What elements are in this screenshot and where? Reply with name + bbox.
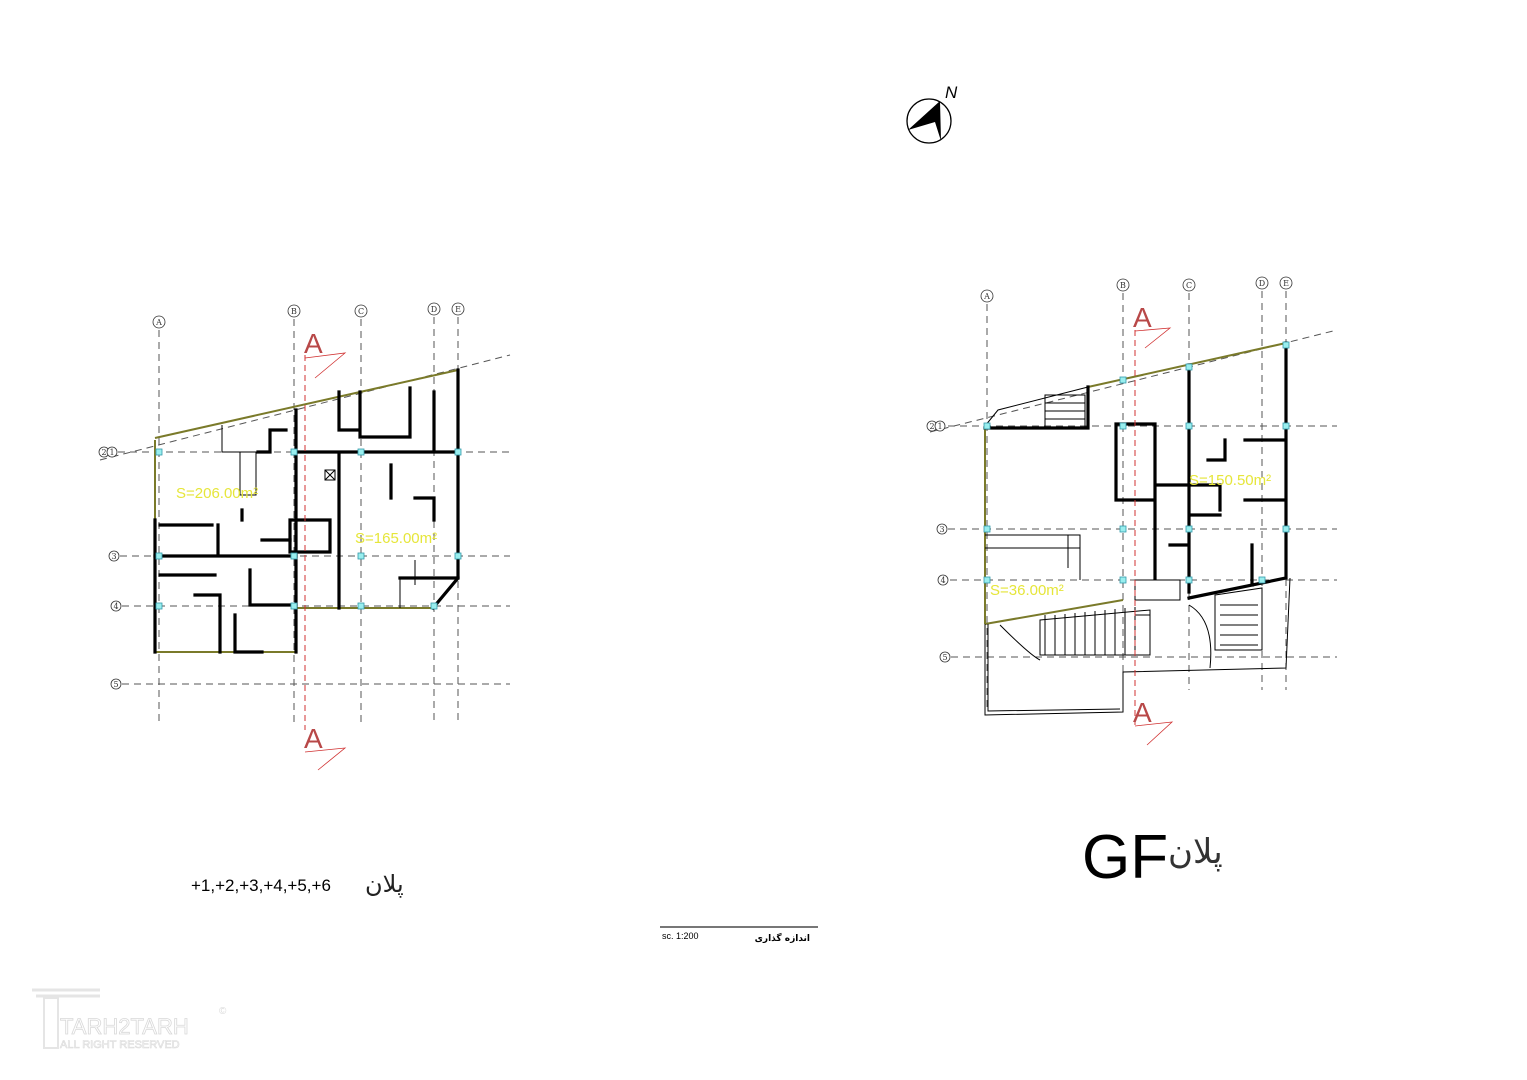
upper-floor-plan: A B C D E 2 1 3 4 5 S=206.00m² S=165.00m… bbox=[98, 302, 511, 771]
grid-label-b: B bbox=[1120, 281, 1126, 290]
watermark-brand: TARH2TARH bbox=[60, 1014, 189, 1039]
section-label-top: A bbox=[304, 328, 323, 359]
gf-plan-title-code: GF bbox=[1082, 823, 1169, 892]
grid-bubbles: A B C D E 2 1 3 4 5 bbox=[926, 276, 1293, 663]
grid-label-2: 2 bbox=[101, 448, 106, 457]
grid-label-d: D bbox=[1259, 279, 1265, 288]
area-label-west: S=36.00m² bbox=[990, 582, 1064, 599]
grid-label-c: C bbox=[1186, 281, 1192, 290]
scale-bar: sc. 1:200 اندازه گذاری bbox=[660, 926, 818, 944]
upper-plan-title-floors: +1,+2,+3,+4,+5,+6 bbox=[191, 876, 331, 895]
grid-label-b: B bbox=[291, 307, 297, 316]
gf-plan-title-word: پلان bbox=[1168, 832, 1223, 872]
section-marker-a: A A bbox=[1133, 302, 1174, 746]
grid-label-3: 3 bbox=[111, 552, 116, 561]
grid-label-a: A bbox=[983, 292, 990, 301]
walls bbox=[153, 368, 460, 654]
grid-label-a: A bbox=[155, 318, 162, 327]
grid-label-e: E bbox=[1283, 279, 1289, 288]
scale-label: sc. 1:200 bbox=[662, 931, 699, 941]
section-label-top: A bbox=[1133, 302, 1152, 333]
grid-label-4: 4 bbox=[940, 576, 945, 585]
section-marker-a: A A bbox=[304, 328, 347, 771]
watermark-tagline: ALL RIGHT RESERVED bbox=[60, 1039, 180, 1051]
grid-label-2: 2 bbox=[929, 422, 934, 431]
grid-bubbles: A B C D E 2 1 3 4 5 bbox=[98, 302, 465, 690]
area-label-west: S=206.00m² bbox=[176, 485, 258, 502]
grid-label-d: D bbox=[431, 305, 437, 314]
watermark-logo: TARH2TARH ALL RIGHT RESERVED © bbox=[32, 988, 227, 1051]
section-label-bottom: A bbox=[304, 723, 323, 754]
grid-label-1: 1 bbox=[937, 422, 942, 431]
upper-plan-title-word: پلان bbox=[365, 870, 404, 898]
grid-label-5: 5 bbox=[113, 680, 118, 689]
grid-label-4: 4 bbox=[113, 602, 118, 611]
grid-label-e: E bbox=[455, 305, 461, 314]
columns bbox=[155, 448, 462, 610]
area-label-east: S=165.00m² bbox=[355, 530, 437, 547]
columns bbox=[983, 341, 1290, 584]
grid-label-c: C bbox=[358, 307, 364, 316]
scale-caption: اندازه گذاری bbox=[755, 932, 810, 944]
grid-label-1: 1 bbox=[109, 448, 114, 457]
north-label: N bbox=[945, 83, 958, 102]
grid-label-5: 5 bbox=[942, 653, 947, 662]
walls bbox=[983, 341, 1291, 716]
north-arrow-icon: N bbox=[906, 83, 958, 144]
grid-label-3: 3 bbox=[939, 525, 944, 534]
section-label-bottom: A bbox=[1133, 697, 1152, 728]
ground-floor-plan: A B C D E 2 1 3 4 5 S=150.50m² S=36.00m² bbox=[926, 276, 1338, 746]
area-label-east: S=150.50m² bbox=[1189, 472, 1271, 489]
copyright-icon: © bbox=[219, 1006, 227, 1017]
